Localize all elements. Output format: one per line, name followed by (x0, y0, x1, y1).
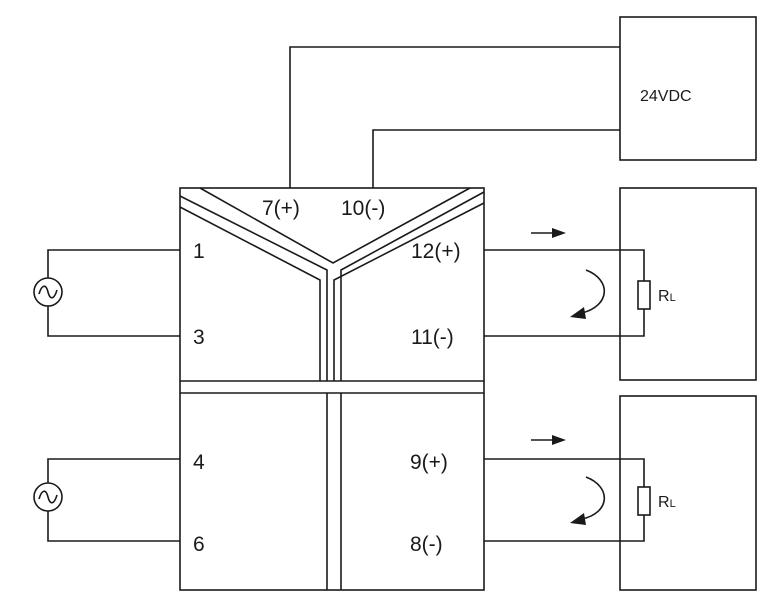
wire-output1-bottom (484, 309, 645, 337)
wire-output2-bottom (484, 515, 645, 542)
power-supply-box (619, 16, 757, 161)
load-2-label: RL (658, 494, 676, 511)
current-direction-arrow-icon (531, 228, 566, 238)
current-direction-arrow-icon (531, 435, 566, 445)
terminal-1-label: 1 (193, 240, 205, 263)
loop-arrow-icon (570, 269, 606, 319)
load-1-label: RL (658, 288, 676, 305)
ac-source-icon (33, 277, 63, 307)
ac-source-icon (33, 482, 63, 512)
wire-input2-bottom (47, 511, 180, 542)
wire-terminal-7-to-supply (289, 46, 620, 188)
wire-input1-bottom (47, 306, 180, 337)
wire-output1-top (484, 249, 645, 281)
loop-arrow-icon (570, 476, 606, 525)
module-body (179, 187, 485, 591)
terminal-6-label: 6 (193, 533, 205, 556)
terminal-12-label: 12(+) (411, 240, 461, 263)
terminal-9-label: 9(+) (410, 451, 448, 474)
wire-input1-top (47, 249, 180, 278)
wire-input2-top (47, 458, 180, 483)
resistor-icon (637, 486, 651, 516)
module-dividers (179, 187, 485, 590)
terminal-11-label: 11(-) (411, 326, 454, 349)
terminal-8-label: 8(-) (410, 533, 443, 556)
wire-output2-top (484, 458, 645, 487)
resistor-icon (637, 280, 651, 310)
terminal-7-label: 7(+) (262, 197, 300, 220)
terminal-3-label: 3 (193, 326, 205, 349)
wire-terminal-10-to-supply (372, 129, 620, 188)
terminal-4-label: 4 (193, 451, 205, 474)
power-supply-label: 24VDC (640, 88, 692, 105)
terminal-10-label: 10(-) (341, 197, 385, 220)
